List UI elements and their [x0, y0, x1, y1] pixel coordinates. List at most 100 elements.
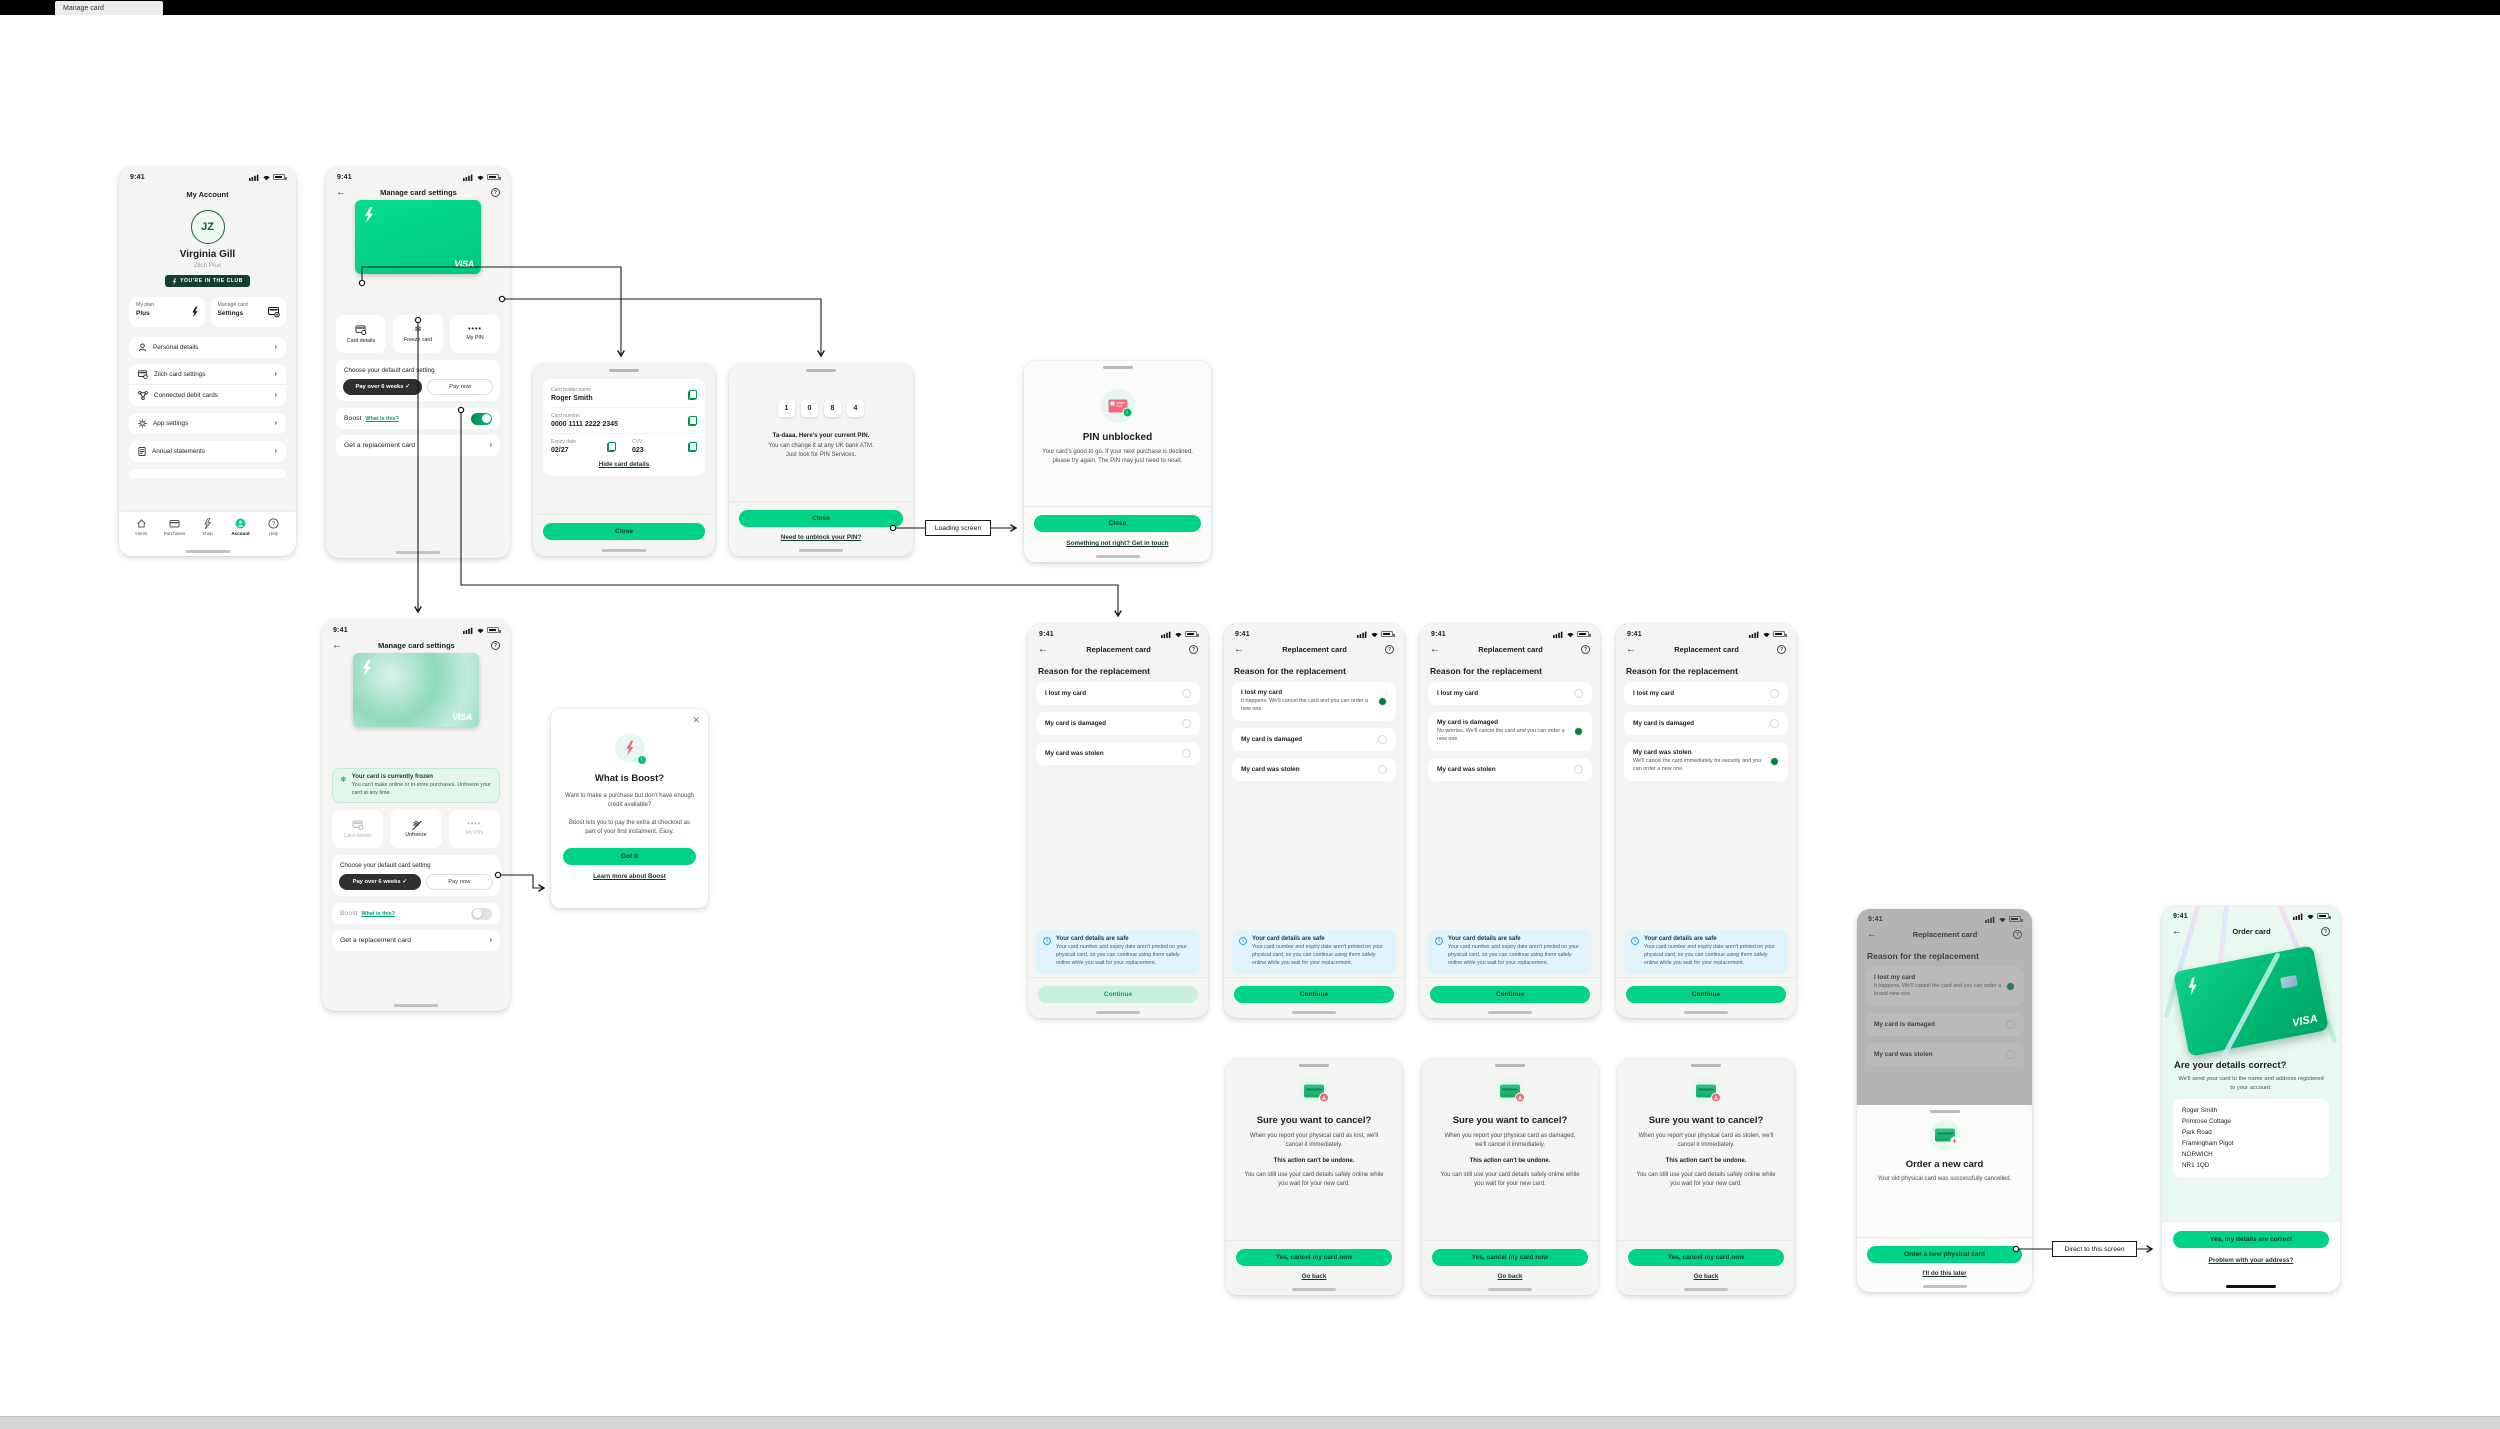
help-icon[interactable]: ?: [2320, 927, 2330, 936]
learn-more-boost-link[interactable]: Learn more about Boost: [593, 873, 666, 881]
back-icon[interactable]: ←: [1867, 928, 1877, 940]
replacement-card-row[interactable]: Get a replacement card ›: [336, 435, 500, 456]
radio-icon[interactable]: [1574, 764, 1583, 774]
nav-help[interactable]: ?Help: [259, 518, 289, 536]
nav-purchases[interactable]: Purchases: [160, 518, 190, 536]
menu-app-settings[interactable]: App settings›: [129, 413, 286, 434]
help-icon[interactable]: ?: [490, 188, 500, 197]
unfreeze-button[interactable]: ❄ Unfreeze: [390, 810, 442, 849]
help-icon[interactable]: ?: [2013, 930, 2022, 939]
option-stolen[interactable]: My card was stolen: [1232, 757, 1396, 781]
card-details-button[interactable]: Card details: [336, 315, 386, 353]
window-tab[interactable]: Manage card: [55, 1, 163, 15]
radio-icon[interactable]: [1378, 764, 1387, 774]
menu-connected-debit-cards[interactable]: Connected debit cards›: [129, 385, 286, 406]
details-correct-button[interactable]: Yes, my details are correct: [2173, 1231, 2329, 1248]
radio-icon[interactable]: [1378, 734, 1387, 744]
help-icon[interactable]: ?: [1777, 645, 1786, 654]
drag-handle[interactable]: [1929, 1110, 1960, 1113]
continue-button[interactable]: Continue: [1626, 986, 1786, 1003]
radio-icon[interactable]: [1182, 719, 1191, 728]
boost-info-link[interactable]: What is this?: [361, 910, 395, 917]
option-damaged[interactable]: My card is damaged: [1036, 712, 1200, 735]
freeze-card-button[interactable]: ❄ Freeze card: [393, 315, 443, 353]
back-icon[interactable]: ←: [1234, 643, 1244, 655]
got-it-button[interactable]: Got it: [563, 848, 696, 866]
radio-selected-icon[interactable]: [1378, 696, 1387, 706]
continue-button[interactable]: Continue: [1234, 986, 1394, 1003]
pay-now-pill[interactable]: Pay now: [427, 379, 493, 395]
option-lost[interactable]: I lost my card: [1036, 682, 1200, 705]
radio-icon[interactable]: [1770, 689, 1779, 698]
option-damaged[interactable]: My card is damaged: [1232, 727, 1396, 751]
boost-toggle-off[interactable]: [471, 907, 492, 920]
drag-handle[interactable]: [1299, 1064, 1329, 1067]
go-back-link[interactable]: Go back: [1497, 1273, 1523, 1280]
drag-handle[interactable]: [1495, 1064, 1525, 1067]
option-stolen[interactable]: My card was stolen: [1036, 742, 1200, 765]
horizontal-scrollbar[interactable]: [0, 1416, 2500, 1429]
option-damaged[interactable]: My card is damaged: [1624, 712, 1788, 735]
radio-icon[interactable]: [1574, 689, 1583, 698]
copy-icon[interactable]: [688, 389, 697, 400]
do-this-later-link[interactable]: I'll do this later: [1922, 1270, 1967, 1277]
drag-handle[interactable]: [1102, 366, 1133, 369]
nav-home[interactable]: Home: [127, 518, 157, 536]
tile-my-plan[interactable]: My plan Plus: [129, 297, 205, 327]
help-icon[interactable]: ?: [1189, 645, 1198, 654]
back-icon[interactable]: ←: [2172, 925, 2182, 937]
nav-account[interactable]: Account: [226, 518, 256, 536]
radio-icon[interactable]: [1182, 689, 1191, 698]
go-back-link[interactable]: Go back: [1693, 1273, 1719, 1280]
radio-icon[interactable]: [1770, 719, 1779, 728]
drag-handle[interactable]: [609, 369, 639, 372]
cancel-card-button[interactable]: Yes, cancel my card now: [1432, 1249, 1588, 1266]
drag-handle[interactable]: [806, 369, 836, 372]
radio-selected-icon[interactable]: [1770, 756, 1779, 766]
replacement-card-row[interactable]: Get a replacement card ›: [332, 930, 500, 952]
menu-annual-statements[interactable]: Annual statements›: [129, 441, 286, 462]
help-icon[interactable]: ?: [1581, 645, 1590, 654]
back-icon[interactable]: ←: [336, 186, 346, 198]
option-stolen[interactable]: My card was stolen: [1428, 757, 1592, 781]
get-in-touch-link[interactable]: Something not right? Get in touch: [1066, 540, 1169, 547]
close-button[interactable]: Close: [543, 523, 705, 540]
back-icon[interactable]: ←: [332, 639, 342, 651]
help-icon[interactable]: ?: [490, 641, 500, 650]
close-button[interactable]: Close: [1034, 515, 1201, 532]
pay-over-6-weeks-pill[interactable]: Pay over 6 weeks ✓: [339, 874, 421, 891]
option-lost[interactable]: I lost my card: [1624, 682, 1788, 705]
cancel-card-button[interactable]: Yes, cancel my card now: [1236, 1249, 1392, 1266]
my-pin-button[interactable]: •••• My PIN: [450, 315, 500, 353]
close-button[interactable]: Close: [739, 510, 903, 527]
radio-icon[interactable]: [1182, 749, 1191, 758]
pay-now-pill[interactable]: Pay now: [425, 874, 493, 891]
menu-personal-details[interactable]: Personal details›: [129, 337, 286, 358]
boost-toggle[interactable]: [471, 412, 492, 425]
go-back-link[interactable]: Go back: [1301, 1273, 1327, 1280]
back-icon[interactable]: ←: [1038, 643, 1048, 655]
address-problem-link[interactable]: Problem with your address?: [2208, 1257, 2294, 1264]
back-icon[interactable]: ←: [1430, 643, 1440, 655]
copy-icon[interactable]: [607, 441, 616, 452]
help-icon[interactable]: ?: [1385, 645, 1394, 654]
continue-button[interactable]: Continue: [1430, 986, 1590, 1003]
back-icon[interactable]: ←: [1626, 643, 1636, 655]
menu-zilch-card-settings[interactable]: Zilch card settings›: [129, 364, 286, 385]
drag-handle[interactable]: [1691, 1064, 1721, 1067]
copy-icon[interactable]: [688, 415, 697, 426]
option-lost[interactable]: I lost my card: [1428, 682, 1592, 705]
unblock-pin-link[interactable]: Need to unblock your PIN?: [780, 534, 862, 541]
nav-shop[interactable]: Shop: [193, 518, 223, 536]
tile-manage-card[interactable]: Manage card Settings: [210, 297, 286, 327]
order-physical-card-button[interactable]: Order a new physical card: [1867, 1246, 2022, 1263]
continue-button-disabled[interactable]: Continue: [1038, 986, 1198, 1003]
hide-card-details-link[interactable]: Hide card details: [598, 461, 650, 468]
copy-icon[interactable]: [688, 441, 697, 452]
radio-selected-icon[interactable]: [1574, 726, 1583, 736]
pay-over-6-weeks-pill[interactable]: Pay over 6 weeks ✓: [343, 379, 423, 395]
cancel-card-button[interactable]: Yes, cancel my card now: [1628, 1249, 1784, 1266]
